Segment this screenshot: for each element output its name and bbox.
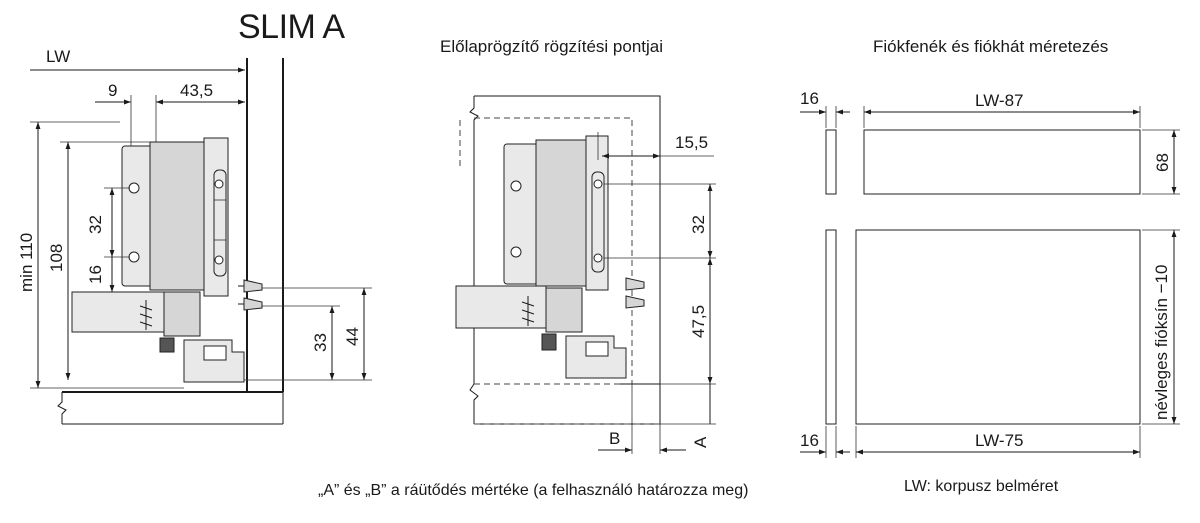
lw-label: LW [46, 47, 70, 66]
dim-lw-87: LW-87 [975, 91, 1024, 110]
left-side-view: LW 9 43,5 [17, 47, 372, 425]
right-dimensioning: 16 LW-87 68 névleges fióksín −10 16 LW-7… [800, 89, 1180, 458]
dim-nominal-runner: névleges fióksín −10 [1152, 265, 1171, 420]
dim-32-middle: 32 [689, 215, 708, 234]
dim-min-110: min 110 [17, 233, 36, 292]
middle-section-title: Előlaprögzítő rögzítési pontjai [440, 37, 663, 56]
dim-16-left: 16 [86, 265, 105, 284]
dim-9: 9 [108, 81, 117, 100]
dim-47-5: 47,5 [689, 305, 708, 338]
dim-43-5: 43,5 [180, 81, 213, 100]
dim-33: 33 [311, 333, 330, 352]
right-section-title: Fiókfenék és fiókhát méretezés [873, 37, 1108, 56]
dim-16-bottom: 16 [800, 431, 819, 450]
dim-15-5: 15,5 [675, 133, 708, 152]
middle-front-view: 15,5 32 47,5 B A [455, 95, 716, 454]
dim-16-top: 16 [800, 89, 819, 108]
drawing-title: SLIM A [238, 8, 345, 46]
dim-lw-75: LW-75 [975, 431, 1024, 450]
dim-44: 44 [343, 327, 362, 346]
dim-b: B [609, 429, 620, 448]
dim-32-left: 32 [86, 215, 105, 234]
dim-108: 108 [47, 244, 66, 272]
dim-a: A [691, 436, 710, 448]
footnote-lw: LW: korpusz belméret [904, 478, 1059, 495]
footnote-a-b: „A” és „B” a ráütődés mértéke (a felhasz… [318, 482, 748, 499]
dim-68: 68 [1153, 153, 1172, 172]
